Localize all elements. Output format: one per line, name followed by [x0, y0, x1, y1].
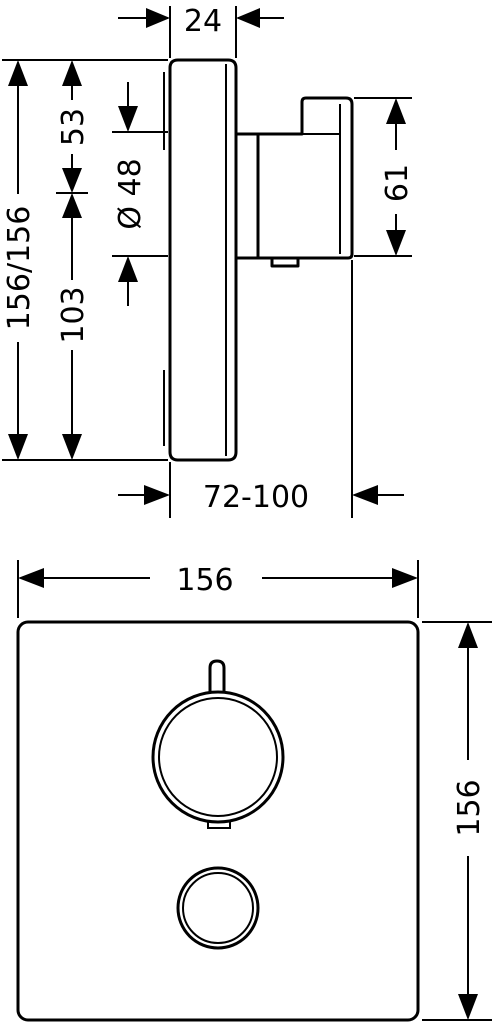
side-view — [163, 58, 354, 462]
dim-arrow — [458, 622, 478, 648]
dim-arrow — [118, 256, 138, 282]
dim-label-plate-depth: 24 — [184, 4, 222, 39]
dim-arrow — [62, 168, 82, 193]
dim-arrow — [8, 60, 28, 86]
dim-front-width: 156 — [17, 560, 419, 618]
cover-plate-front — [16, 620, 420, 1022]
thermostat-knob-inner — [158, 697, 278, 817]
dim-arrow — [8, 434, 28, 460]
dim-arrow — [118, 106, 138, 132]
dim-arrow — [62, 434, 82, 460]
handle-bottom-nub — [270, 256, 300, 268]
dim-plate-depth: 24 — [118, 4, 284, 58]
thermostat-knob-notch — [207, 820, 231, 829]
dim-arrow — [62, 60, 82, 86]
front-view — [16, 620, 420, 1022]
push-button — [176, 866, 260, 950]
dim-label-lower-offset: 103 — [56, 286, 91, 343]
dim-offset-chain: 53 103 — [56, 60, 91, 460]
thermostat-knob — [151, 690, 285, 824]
dim-arrow — [352, 485, 378, 505]
handle-body-side — [256, 96, 354, 260]
thermostat-knob-indicator — [208, 659, 226, 694]
dim-label-front-width: 156 — [176, 563, 233, 598]
dim-label-knob-diameter: Ø 48 — [113, 158, 148, 229]
dim-arrow — [386, 230, 406, 256]
handle-side — [234, 132, 260, 260]
dim-label-install-depth: 72-100 — [203, 480, 309, 515]
dim-arrow — [392, 568, 418, 588]
dim-label-handle-height: 61 — [380, 164, 415, 202]
dim-arrow — [146, 8, 170, 28]
dim-arrow — [144, 485, 170, 505]
dim-knob-diameter: Ø 48 — [112, 82, 168, 306]
dim-arrow — [458, 994, 478, 1020]
dim-arrow — [18, 568, 44, 588]
dim-label-front-height: 156 — [452, 779, 487, 836]
cover-plate-side — [168, 58, 238, 462]
dim-arrow — [62, 193, 82, 218]
dim-total-height: 156/156 — [2, 59, 168, 461]
dim-label-upper-offset: 53 — [56, 108, 91, 146]
dim-arrow — [236, 8, 260, 28]
dim-arrow — [386, 98, 406, 124]
dim-front-height: 156 — [422, 621, 492, 1021]
dim-install-depth: 72-100 — [118, 260, 404, 518]
push-button-inner — [182, 872, 254, 944]
dim-label-total-height: 156/156 — [2, 206, 37, 331]
dim-handle-height: 61 — [354, 97, 415, 257]
